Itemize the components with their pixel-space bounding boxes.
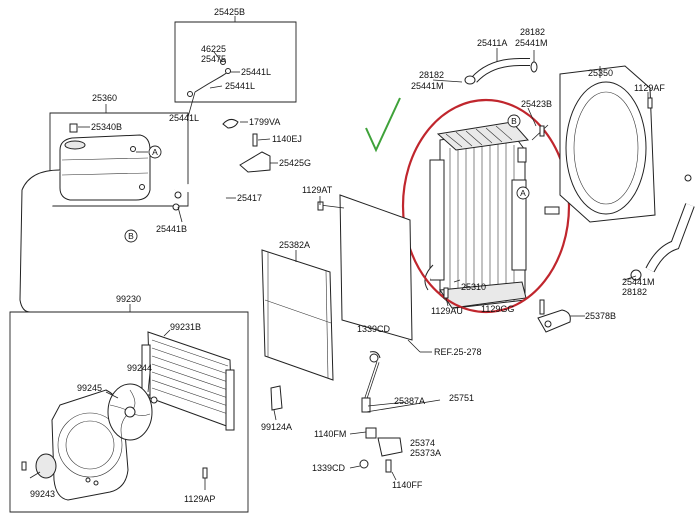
- label-99245: 99245: [77, 383, 102, 393]
- label-25387A: 25387A: [394, 396, 425, 406]
- label-1129GG: 1129GG: [481, 304, 514, 314]
- label-25350: 25350: [588, 68, 613, 78]
- leader-lines: [29, 50, 649, 490]
- label-25340B: 25340B: [91, 122, 122, 132]
- stay-rod-25751: [359, 351, 441, 473]
- label-1129AT: 1129AT: [302, 185, 333, 195]
- label-25417: 25417: [237, 193, 262, 203]
- label-25310: 25310: [461, 282, 486, 292]
- label-25441L-c: 25441L: [169, 113, 199, 123]
- reservoir-tank-box: [19, 104, 189, 313]
- label-25374: 25374: [410, 438, 435, 448]
- label-25441B: 25441B: [156, 224, 187, 234]
- label-99230: 99230: [116, 294, 141, 304]
- radiator-25310: [424, 121, 560, 309]
- label-25441L-b: 25441L: [225, 81, 255, 91]
- label-1129AU: 1129AU: [431, 306, 463, 316]
- label-25441M-a: 25441M: [411, 81, 444, 91]
- label-25441M-c: 25441M: [622, 277, 655, 287]
- fan-motor-99243: [21, 453, 99, 486]
- highlight-oval: [401, 98, 571, 314]
- label-25411A: 25411A: [477, 38, 507, 48]
- label-25378B: 25378B: [585, 311, 616, 321]
- ref-letter: B: [128, 231, 134, 241]
- check-mark-icon: [365, 97, 401, 153]
- label-1799VA: 1799VA: [249, 117, 280, 127]
- label-25441L-a: 25441L: [241, 67, 271, 77]
- bracket-25425G: [239, 133, 278, 173]
- bolt-25423B: [531, 124, 549, 141]
- ref-callout: [407, 339, 432, 353]
- hose-25417: [172, 184, 236, 211]
- bracket-99124A: [270, 385, 283, 411]
- label-1140FF: 1140FF: [392, 480, 423, 490]
- bolts-lower: [443, 287, 449, 307]
- panel-behind-radiator: [317, 194, 413, 341]
- label-1140FM: 1140FM: [314, 429, 346, 439]
- label-1339CD-a: 1339CD: [357, 324, 391, 334]
- lower-hose: [630, 174, 695, 281]
- label-1339CD-b: 1339CD: [312, 463, 346, 473]
- label-ref-25-278: REF.25-278: [434, 347, 482, 357]
- label-99231B: 99231B: [170, 322, 201, 332]
- shroud-25350: [559, 65, 656, 223]
- label-28182-c: 28182: [622, 287, 647, 297]
- ref-circle-B-right: B: [507, 114, 521, 128]
- condenser-fan-box: [9, 304, 249, 513]
- label-1129AF: 1129AF: [634, 83, 665, 93]
- label-25360: 25360: [92, 93, 117, 103]
- condenser-99231B: [141, 331, 235, 431]
- ref-circle-A-right: A: [516, 186, 530, 200]
- label-1140EJ: 1140EJ: [272, 134, 302, 144]
- ref-circle-A-top: A: [148, 145, 162, 159]
- label-25475: 25475: [201, 54, 226, 64]
- label-1129AP: 1129AP: [184, 494, 215, 504]
- label-99243: 99243: [30, 489, 55, 499]
- part-labels: 25425B 46225 25475 25441L 25441L 25441L …: [30, 7, 665, 504]
- bolt-1129AP: [202, 467, 208, 479]
- ref-circle-B-left: B: [124, 229, 138, 243]
- air-guard-25382A: [261, 249, 334, 381]
- label-25441M-b: 25441M: [515, 38, 548, 48]
- label-28182-b: 28182: [520, 27, 545, 37]
- label-25423B: 25423B: [521, 99, 552, 109]
- ref-letter: A: [152, 147, 158, 157]
- label-28182-a: 28182: [419, 70, 444, 80]
- fan-blade: [107, 383, 153, 441]
- label-25373A: 25373A: [410, 448, 441, 458]
- label-25382A: 25382A: [279, 240, 310, 250]
- hose-group-25425B: [174, 16, 297, 118]
- label-25425G: 25425G: [279, 158, 311, 168]
- label-99244: 99244: [127, 363, 152, 373]
- bracket-25378B: [537, 299, 585, 333]
- clip-1799VA: [222, 118, 248, 129]
- label-25425B: 25425B: [214, 7, 245, 17]
- ref-letter: A: [520, 188, 526, 198]
- label-25751: 25751: [449, 393, 474, 403]
- ref-letter: B: [511, 116, 517, 126]
- label-46225: 46225: [201, 44, 226, 54]
- label-99124A: 99124A: [261, 422, 292, 432]
- upper-hose-25411A: [464, 48, 538, 85]
